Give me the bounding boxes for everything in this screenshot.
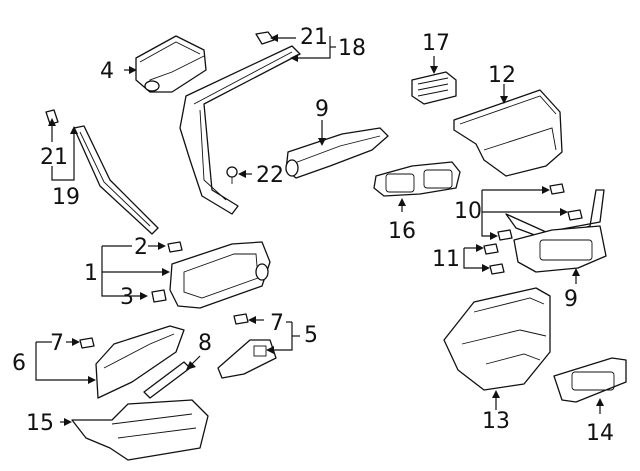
part-10-center-bezel [505,189,607,273]
callout-21-upper: 21 [300,25,328,50]
leader-lines [35,34,604,426]
part-16-lower-cover [71,399,209,461]
callout-12: 11 [432,247,460,272]
part-13-display-hood [453,89,563,177]
callout-22: 22 [256,163,284,188]
callout-2: 2 [134,235,148,260]
callout-1: 1 [84,261,98,286]
part-4-airbag-module [135,35,207,93]
part-9-air-duct [285,127,389,179]
callout-19: 18 [338,36,366,61]
part-11-clips [497,183,583,241]
callout-18: 17 [422,31,450,56]
callout-5: 5 [304,323,318,348]
part-15-shifter-bezel [553,357,627,403]
part-2-clip [167,241,183,253]
part-19-pillar-trim [179,45,301,215]
part-12-clips [483,243,505,275]
callout-3: 3 [120,285,134,310]
callout-10: 9 [564,287,578,312]
part-17-dual-vents [373,161,461,197]
callout-7-left: 7 [50,331,64,356]
callout-9: 9 [315,97,329,122]
callout-20: 19 [52,185,80,210]
callout-14: 13 [482,409,510,434]
callout-11: 10 [454,199,482,224]
callout-8: 8 [198,331,212,356]
callout-6: 6 [12,351,26,376]
part-14-center-console [443,287,551,391]
callout-labels: 4 21 18 9 22 21 19 17 12 16 2 1 3 10 11 … [12,25,614,446]
callout-4: 4 [100,59,114,84]
part-7-clip-left [79,337,95,349]
part-7-clip-right [233,313,249,325]
callout-15: 14 [586,421,614,446]
part-5-side-panel [217,339,277,379]
callout-7-right: 7 [270,311,284,336]
part-3-clip [151,289,167,303]
part-6-lower-panel [95,325,185,399]
callout-16: 15 [26,411,54,436]
callout-21-left: 21 [40,145,68,170]
part-22-clip [226,166,238,184]
callout-17: 16 [388,219,416,244]
part-1-cluster-bezel [169,241,271,309]
part-21-clip-left [45,109,59,125]
part-20-left-pillar-trim [73,125,159,235]
part-18-center-vent [411,71,457,105]
callout-13: 12 [488,63,516,88]
